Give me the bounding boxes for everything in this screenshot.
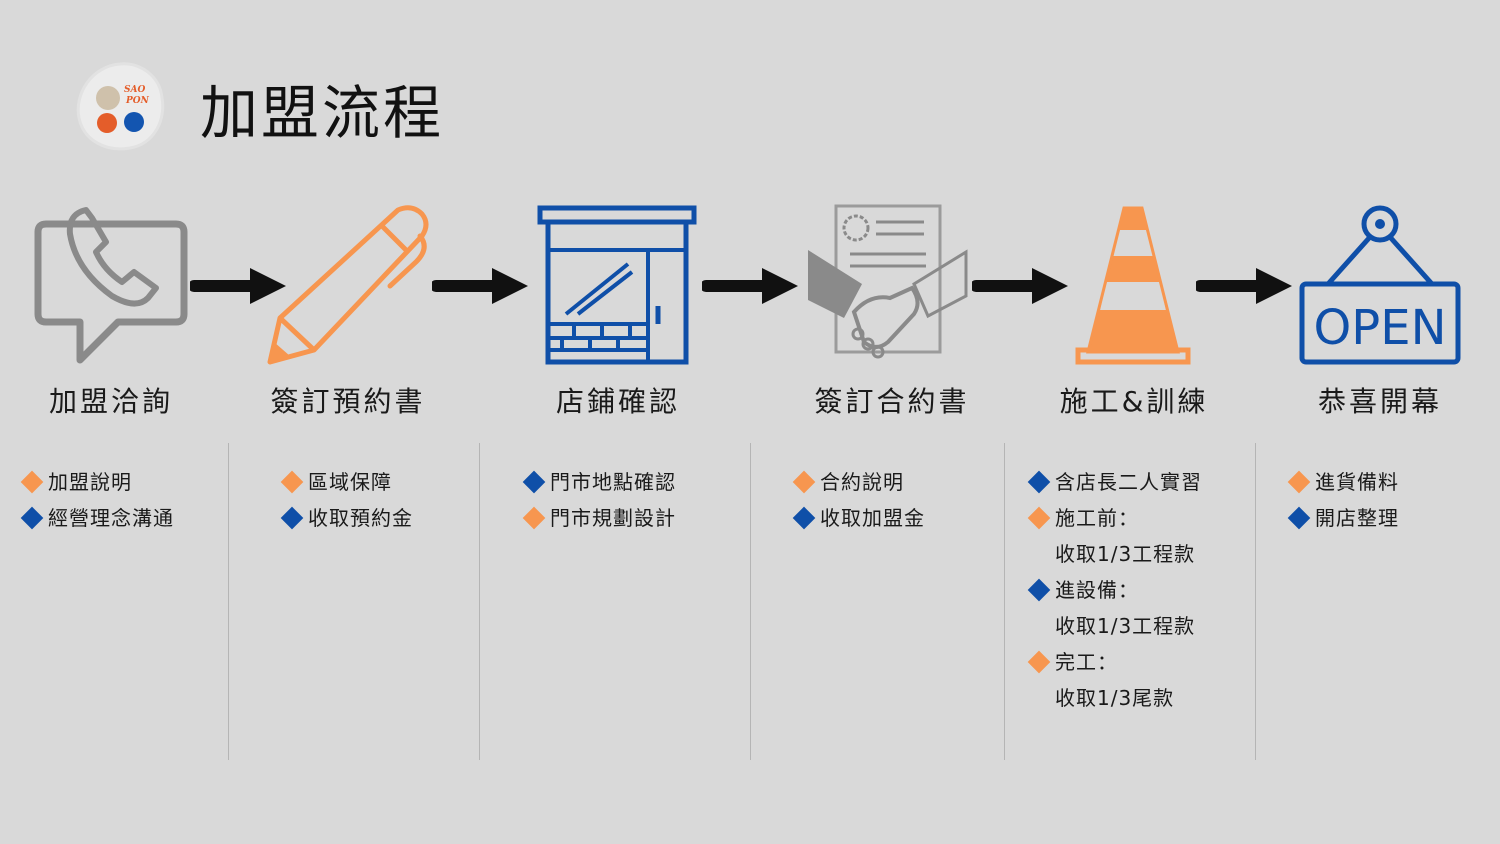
step-label-6: 恭喜開幕 — [1317, 385, 1442, 418]
step-details-5: 含店長二人實習施工前： 收取1/3工程款進設備： 收取1/3工程款完工： 收取1/3尾… — [1027, 464, 1202, 716]
detail-item: 開店整理 — [1287, 500, 1399, 536]
open-sign-icon: OPEN — [1299, 205, 1461, 365]
brand-logo: SAO PON — [74, 58, 166, 154]
orange-diamond-bullet-icon — [1287, 470, 1311, 494]
detail-item-text: 區域保障 — [308, 470, 392, 494]
column-divider — [1255, 443, 1256, 760]
detail-item-text: 收取1/3工程款 — [1055, 614, 1196, 638]
blue-diamond-bullet-icon — [20, 506, 44, 530]
orange-diamond-bullet-icon — [20, 470, 44, 494]
step-label-2: 簽訂預約書 — [270, 385, 426, 418]
flow-arrow-2 — [432, 268, 528, 304]
step-details-1: 加盟說明經營理念溝通 — [20, 464, 174, 536]
column-divider — [1004, 443, 1005, 760]
detail-item-text: 加盟說明 — [48, 470, 132, 494]
handshake-contract-icon — [808, 204, 968, 359]
step-details-3: 門市地點確認門市規劃設計 — [522, 464, 676, 536]
orange-diamond-bullet-icon — [1027, 506, 1051, 530]
blue-diamond-bullet-icon — [522, 470, 546, 494]
step-label-5: 施工&訓練 — [1059, 385, 1209, 418]
flow-arrow-1 — [190, 268, 286, 304]
column-divider — [750, 443, 751, 760]
step-label-3: 店鋪確認 — [555, 385, 680, 418]
page-title: 加盟流程 — [200, 79, 445, 147]
detail-item: 加盟說明 — [20, 464, 174, 500]
detail-item-text: 收取1/3工程款 — [1055, 542, 1196, 566]
orange-diamond-bullet-icon — [522, 506, 546, 530]
detail-item-text: 含店長二人實習 — [1055, 470, 1202, 494]
detail-item: 進貨備料 — [1287, 464, 1399, 500]
detail-item-text: 進貨備料 — [1315, 470, 1399, 494]
open-sign-text: OPEN — [1314, 300, 1447, 356]
detail-item: 施工前： — [1027, 500, 1202, 536]
detail-item-text: 門市地點確認 — [550, 470, 676, 494]
flow-arrow-5 — [1196, 268, 1292, 304]
blue-diamond-bullet-icon — [1287, 506, 1311, 530]
detail-item: 門市規劃設計 — [522, 500, 676, 536]
detail-item-text: 收取加盟金 — [820, 506, 925, 530]
detail-item: 區域保障 — [280, 464, 413, 500]
detail-item: 門市地點確認 — [522, 464, 676, 500]
detail-item-text: 收取1/3尾款 — [1055, 686, 1175, 710]
flow-arrow-3 — [702, 268, 798, 304]
logo-text-line1: SAO — [124, 85, 145, 95]
step-details-2: 區域保障收取預約金 — [280, 464, 413, 536]
column-divider — [479, 443, 480, 760]
orange-diamond-bullet-icon — [1027, 650, 1051, 674]
orange-diamond-bullet-icon — [792, 470, 816, 494]
detail-item-text: 收取預約金 — [308, 506, 413, 530]
column-divider — [228, 443, 229, 760]
logo-text-line2: PON — [125, 96, 150, 106]
blue-diamond-bullet-icon — [1027, 470, 1051, 494]
blue-diamond-bullet-icon — [792, 506, 816, 530]
detail-item-text: 完工： — [1055, 650, 1118, 674]
phone-chat-icon — [34, 207, 188, 364]
detail-item: 收取1/3工程款 — [1029, 608, 1202, 644]
detail-item: 含店長二人實習 — [1027, 464, 1202, 500]
blue-diamond-bullet-icon — [1027, 578, 1051, 602]
step-label-4: 簽訂合約書 — [814, 385, 970, 418]
detail-item: 經營理念溝通 — [20, 500, 174, 536]
detail-item: 完工： — [1027, 644, 1202, 680]
detail-item: 收取預約金 — [280, 500, 413, 536]
detail-item-text: 經營理念溝通 — [48, 506, 174, 530]
orange-diamond-bullet-icon — [280, 470, 304, 494]
step-label-1: 加盟洽詢 — [48, 385, 173, 418]
pen-icon — [267, 205, 429, 365]
detail-item: 進設備： — [1027, 572, 1202, 608]
detail-item: 收取1/3尾款 — [1029, 680, 1202, 716]
blue-diamond-bullet-icon — [280, 506, 304, 530]
detail-item: 合約說明 — [792, 464, 925, 500]
detail-item: 收取加盟金 — [792, 500, 925, 536]
detail-item-text: 進設備： — [1055, 578, 1139, 602]
detail-item: 收取1/3工程款 — [1029, 536, 1202, 572]
step-details-6: 進貨備料開店整理 — [1287, 464, 1399, 536]
detail-item-text: 合約說明 — [820, 470, 904, 494]
traffic-cone-icon — [1075, 206, 1191, 365]
detail-item-text: 門市規劃設計 — [550, 506, 676, 530]
flow-arrow-4 — [972, 268, 1068, 304]
step-details-4: 合約說明收取加盟金 — [792, 464, 925, 536]
detail-item-text: 開店整理 — [1315, 506, 1399, 530]
detail-item-text: 施工前： — [1055, 506, 1139, 530]
storefront-icon — [537, 205, 697, 365]
